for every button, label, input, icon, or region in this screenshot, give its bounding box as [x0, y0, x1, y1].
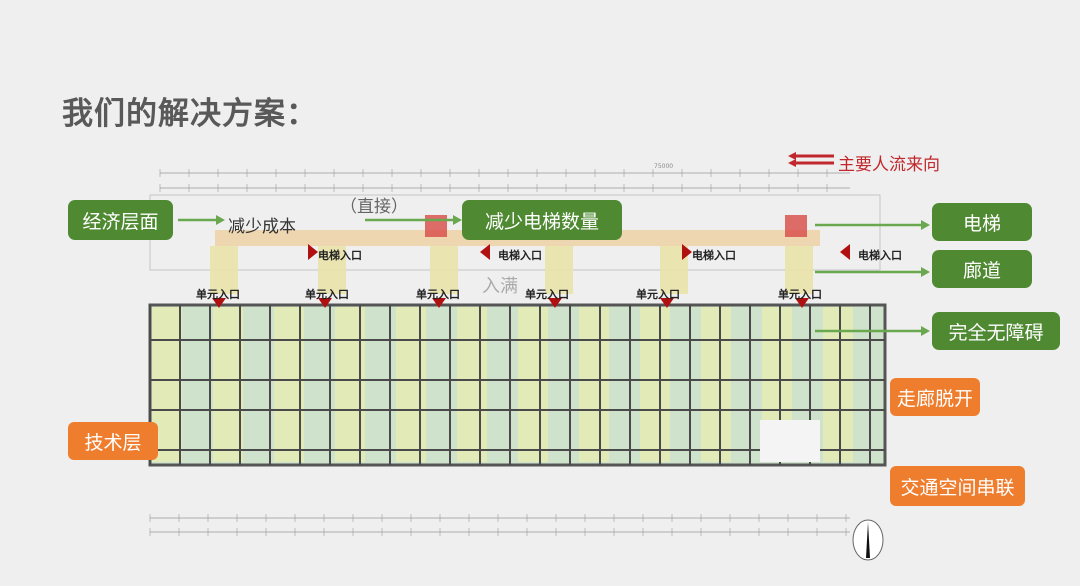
room — [396, 307, 426, 462]
room — [213, 307, 243, 462]
direct-label: （直接） — [340, 197, 408, 217]
pointer-arrowhead — [453, 215, 462, 225]
unit-entrance-marker — [212, 298, 226, 308]
flow-arrow-icon — [788, 152, 836, 167]
elevator-entrance-marker — [480, 244, 490, 260]
elevator-entrance-marker — [308, 244, 318, 260]
reduce-elevators-box: 减少电梯数量 — [462, 200, 622, 240]
connector — [430, 246, 458, 294]
technical-level-box: 技术层 — [68, 422, 158, 460]
light-zone — [760, 420, 820, 462]
unit-entrance-marker — [660, 298, 674, 308]
unit-entrance-label: 单元入口 — [305, 288, 349, 301]
pointer-arrowhead — [216, 215, 225, 225]
page-title: 我们的解决方案： — [62, 96, 318, 132]
connector — [210, 246, 238, 294]
elevator-entrance-label: 电梯入口 — [858, 249, 902, 262]
faded-text: 入满 — [482, 276, 518, 297]
total-dimension: 75000 — [654, 163, 674, 170]
unit-entrance-label: 单元入口 — [196, 288, 240, 301]
elevator-entrance-marker — [840, 244, 850, 260]
reduce-cost-label: 减少成本 — [228, 217, 296, 237]
connector — [318, 246, 346, 294]
economic-level-box: 经济层面 — [68, 200, 173, 240]
room — [518, 307, 548, 462]
elevator-entrance-marker — [682, 244, 692, 260]
elevator-box: 电梯 — [932, 203, 1032, 241]
elevator-core — [785, 215, 807, 237]
room — [823, 307, 853, 462]
corridor-detached-box: 走廊脱开 — [890, 378, 980, 416]
unit-entrance-marker — [795, 298, 809, 308]
room — [701, 307, 731, 462]
room — [640, 307, 670, 462]
circulation-linked-box: 交通空间串联 — [890, 466, 1025, 506]
unit-entrance-label: 单元入口 — [416, 288, 460, 301]
elevator-core — [425, 215, 447, 237]
connector — [785, 246, 813, 294]
room — [457, 307, 487, 462]
unit-entrance-marker — [548, 298, 562, 308]
pointer-arrowhead — [921, 220, 930, 230]
corridor-box: 廊道 — [932, 250, 1032, 288]
pointer-arrowhead — [921, 267, 930, 277]
unit-entrance-label: 单元入口 — [636, 288, 680, 301]
unit-entrance-label: 单元入口 — [778, 288, 822, 301]
connector — [545, 246, 573, 294]
elevator-entrance-label: 电梯入口 — [692, 249, 736, 262]
room — [579, 307, 609, 462]
pointer-arrowhead — [921, 326, 930, 336]
unit-entrance-label: 单元入口 — [525, 288, 569, 301]
elevator-entrance-label: 电梯入口 — [318, 249, 362, 262]
unit-entrance-marker — [432, 298, 446, 308]
accessible-box: 完全无障碍 — [932, 312, 1060, 350]
elevator-entrance-label: 电梯入口 — [498, 249, 542, 262]
unit-entrance-marker — [318, 298, 332, 308]
flow-legend-label: 主要人流来向 — [838, 155, 940, 175]
compass-needle — [866, 522, 870, 558]
